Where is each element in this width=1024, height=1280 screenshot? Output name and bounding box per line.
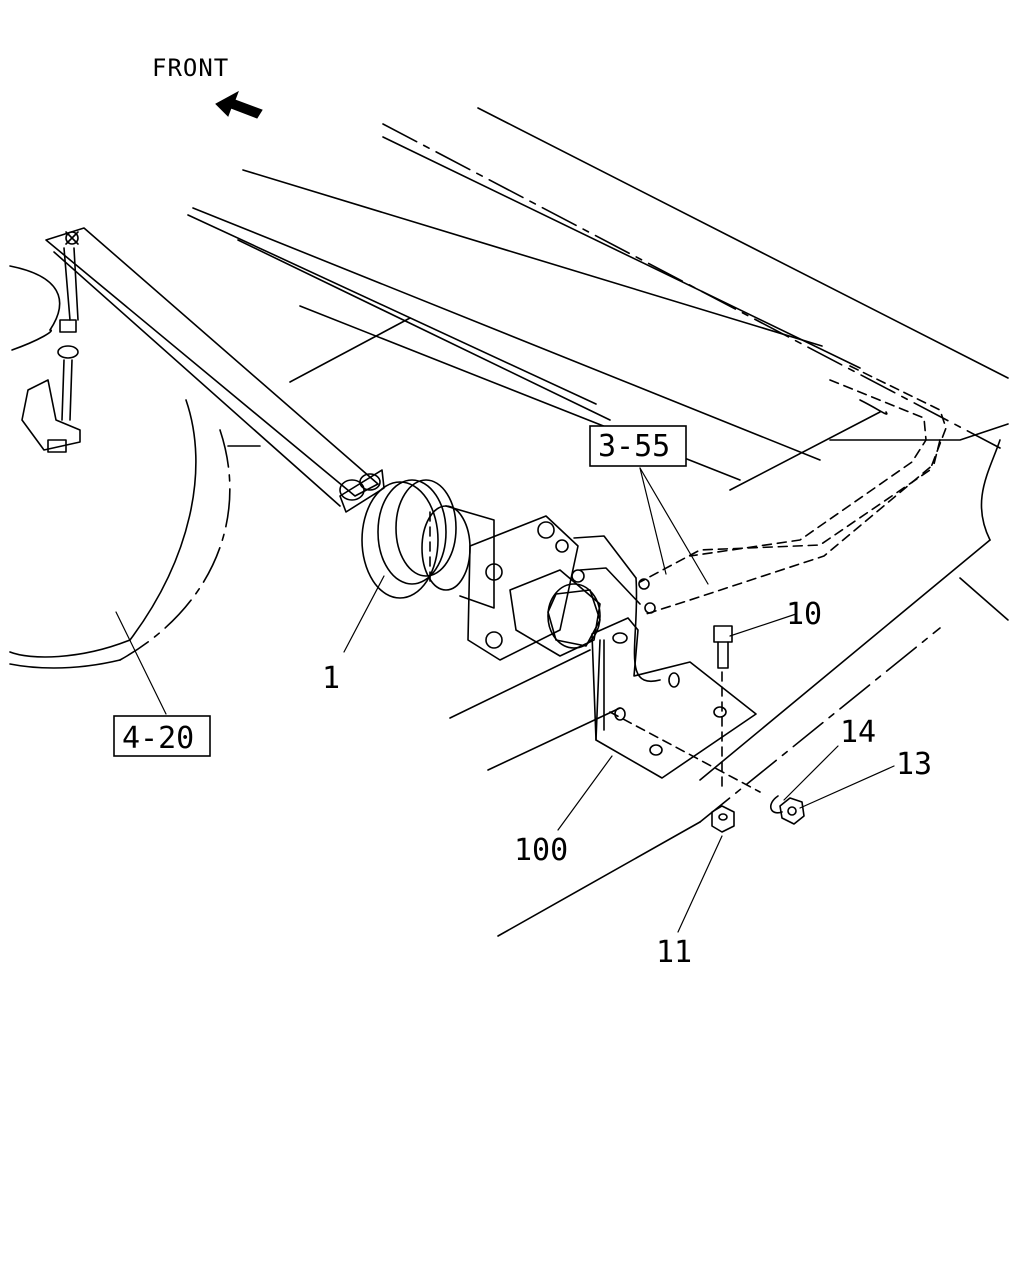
- washer-and-nut: [770, 795, 805, 825]
- ref-box-frame: [589, 425, 687, 467]
- nut-icon: [711, 805, 735, 833]
- ref-box-frame: [113, 715, 211, 757]
- callout-part-14: 14: [840, 715, 876, 750]
- flange-bolt-icon: [485, 563, 503, 581]
- front-label: FRONT: [152, 54, 229, 82]
- leader-lines: [115, 467, 895, 933]
- mounting-bracket: [591, 617, 761, 793]
- vehicle-frame: [187, 107, 1009, 937]
- lower-bracket: [21, 379, 81, 451]
- bolt-icon: [713, 625, 733, 643]
- actuator-assembly: [339, 469, 601, 661]
- callout-part-100: 100: [514, 833, 568, 868]
- hose-fitting-icon: [638, 578, 650, 590]
- tire-outline: [9, 265, 231, 669]
- hose-lines: [573, 365, 947, 683]
- torque-bar: [45, 227, 379, 507]
- flange-bolt-icon: [537, 521, 555, 539]
- front-indicator: FRONT: [152, 54, 263, 119]
- nut-icon: [779, 797, 805, 825]
- clamp-bolt-icon: [339, 479, 365, 501]
- rubber-boot: [361, 481, 439, 599]
- callout-part-1: 1: [322, 661, 340, 696]
- callout-part-13: 13: [896, 747, 932, 782]
- bolt-10: [713, 625, 733, 791]
- reference-box-3-55: 3-55: [589, 425, 687, 467]
- lower-nut-icon: [47, 439, 67, 453]
- hose-fitting-icon: [644, 602, 656, 614]
- front-arrow-icon: [215, 90, 263, 119]
- nut-11: [711, 805, 735, 833]
- bolt-head-icon: [65, 231, 79, 245]
- ref-label-4-20: 4-20: [122, 721, 194, 756]
- hex-cap: [547, 583, 601, 649]
- reference-box-4-20: 4-20: [113, 715, 211, 757]
- ref-label-3-55: 3-55: [598, 429, 670, 464]
- hanger-rod: [21, 247, 81, 453]
- callout-part-10: 10: [786, 597, 822, 632]
- washer-icon: [770, 795, 783, 814]
- flange-bolt-icon: [485, 631, 503, 649]
- mounting-flange: [467, 515, 579, 661]
- rod-nut-icon: [59, 319, 77, 333]
- callout-part-11: 11: [656, 935, 692, 970]
